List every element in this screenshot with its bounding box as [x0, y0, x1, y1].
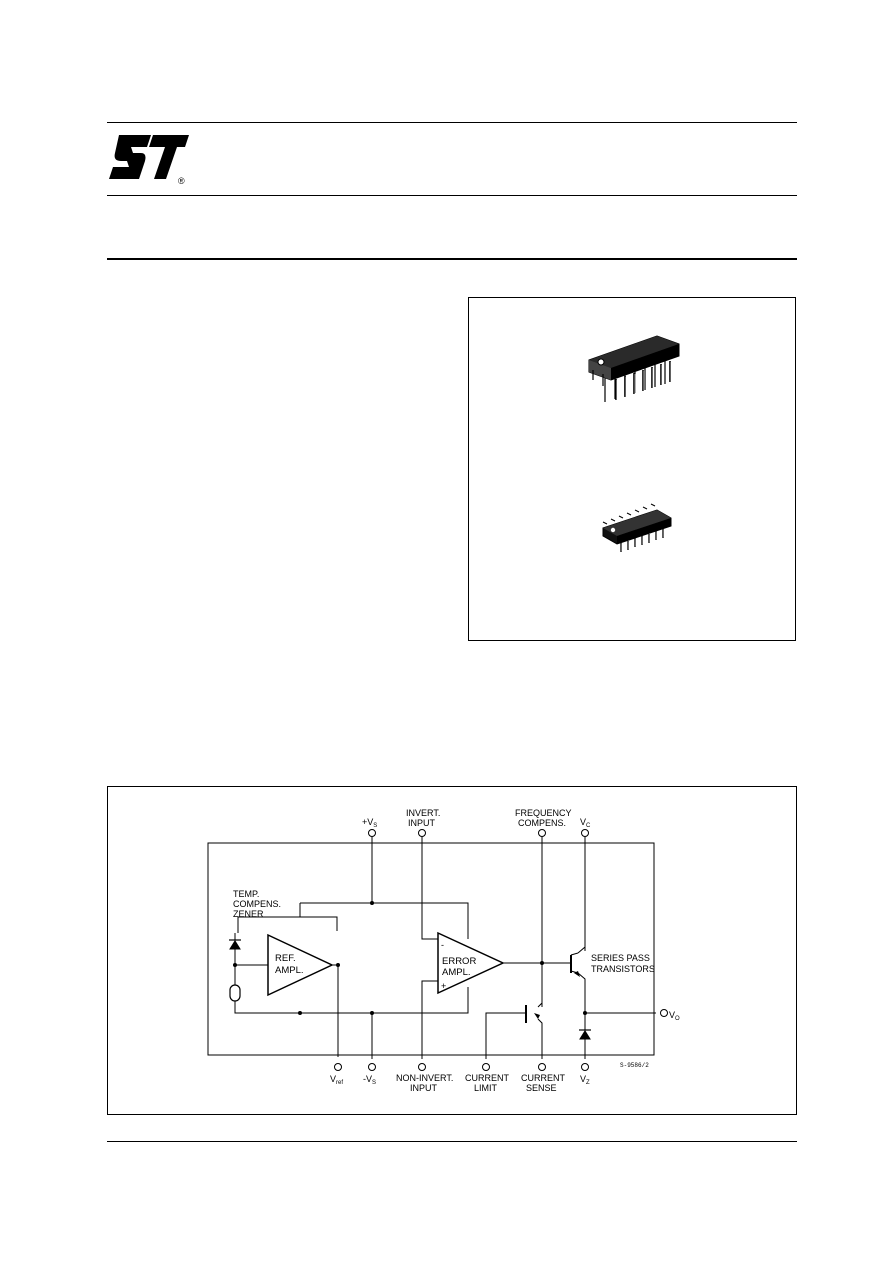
label-freq-comp-1: FREQUENCY	[515, 808, 572, 818]
terminal-freq-comp	[538, 829, 546, 837]
label-series-2: TRANSISTORS	[591, 964, 655, 974]
block-diagram: +VS INVERT. INPUT FREQUENCY COMPENS. VC …	[207, 808, 680, 1093]
terminal-invert-input	[418, 829, 426, 837]
dip14-package-icon	[588, 335, 680, 402]
label-vo: VO	[669, 1010, 680, 1022]
inner-bottom-bus	[300, 987, 469, 1014]
label-current-sense-1: CURRENT	[521, 1073, 566, 1083]
label-current-limit-1: CURRENT	[465, 1073, 510, 1083]
label-noninvert-2: INPUT	[410, 1083, 438, 1093]
label-plus-vs: +VS	[362, 817, 377, 829]
label-invert-input-2: INPUT	[408, 818, 436, 828]
label-freq-comp-2: COMPENS.	[518, 818, 566, 828]
terminal-vo	[660, 1009, 668, 1017]
label-temp-3: ZENER	[233, 909, 264, 919]
temp-zener-diode	[229, 940, 241, 950]
temp-comp-element	[229, 984, 241, 1002]
label-vz: VZ	[580, 1074, 590, 1086]
terminal-plus-vs	[368, 829, 376, 837]
label-error-amp-2: AMPL.	[442, 967, 471, 978]
chip-outline	[207, 842, 655, 1056]
terminal-vz	[581, 1063, 589, 1071]
label-vref: Vref	[330, 1074, 343, 1086]
label-ref-amp-1: REF.	[275, 953, 296, 964]
terminal-minus-vs	[368, 1063, 376, 1071]
label-invert-input-1: INVERT.	[406, 808, 440, 818]
st-logo: ®	[109, 135, 189, 185]
error-amp-triangle	[437, 931, 505, 995]
header-rule-2	[107, 195, 797, 196]
st-logo-s-shape	[109, 135, 151, 179]
so14-package-icon	[602, 503, 672, 552]
invert-input-wire	[421, 837, 438, 940]
registered-mark: ®	[178, 176, 185, 185]
terminal-vref	[334, 1063, 342, 1071]
drawing-code: S-9586/2	[620, 1062, 649, 1069]
footer-rule	[107, 1141, 797, 1142]
inner-top-bus	[300, 902, 469, 939]
terminal-noninvert-input	[418, 1063, 426, 1071]
label-error-amp-1: ERROR	[442, 956, 476, 967]
package-box	[468, 297, 796, 641]
label-plus-input: +	[441, 981, 446, 991]
label-current-limit-2: LIMIT	[474, 1083, 498, 1093]
label-ref-amp-2: AMPL.	[275, 965, 304, 976]
terminal-vc	[581, 829, 589, 837]
label-series-1: SERIES PASS	[591, 953, 650, 963]
ref-amp-triangle	[267, 933, 334, 997]
label-noninvert-1: NON-INVERT.	[396, 1073, 453, 1083]
top-rule	[107, 122, 797, 123]
label-vc: VC	[580, 817, 591, 829]
st-logo-t-shape	[149, 135, 189, 179]
label-minus-vs: -VS	[363, 1074, 376, 1086]
label-temp-1: TEMP.	[233, 889, 259, 899]
terminal-current-limit	[482, 1063, 490, 1071]
label-temp-2: COMPENS.	[233, 899, 281, 909]
terminal-current-sense	[538, 1063, 546, 1071]
label-current-sense-2: SENSE	[526, 1083, 557, 1093]
label-minus-input: -	[441, 940, 444, 950]
block-diagram-box: +VS INVERT. INPUT FREQUENCY COMPENS. VC …	[107, 786, 797, 1115]
current-limit-wire	[485, 1012, 526, 1059]
header-rule-3	[107, 258, 797, 260]
